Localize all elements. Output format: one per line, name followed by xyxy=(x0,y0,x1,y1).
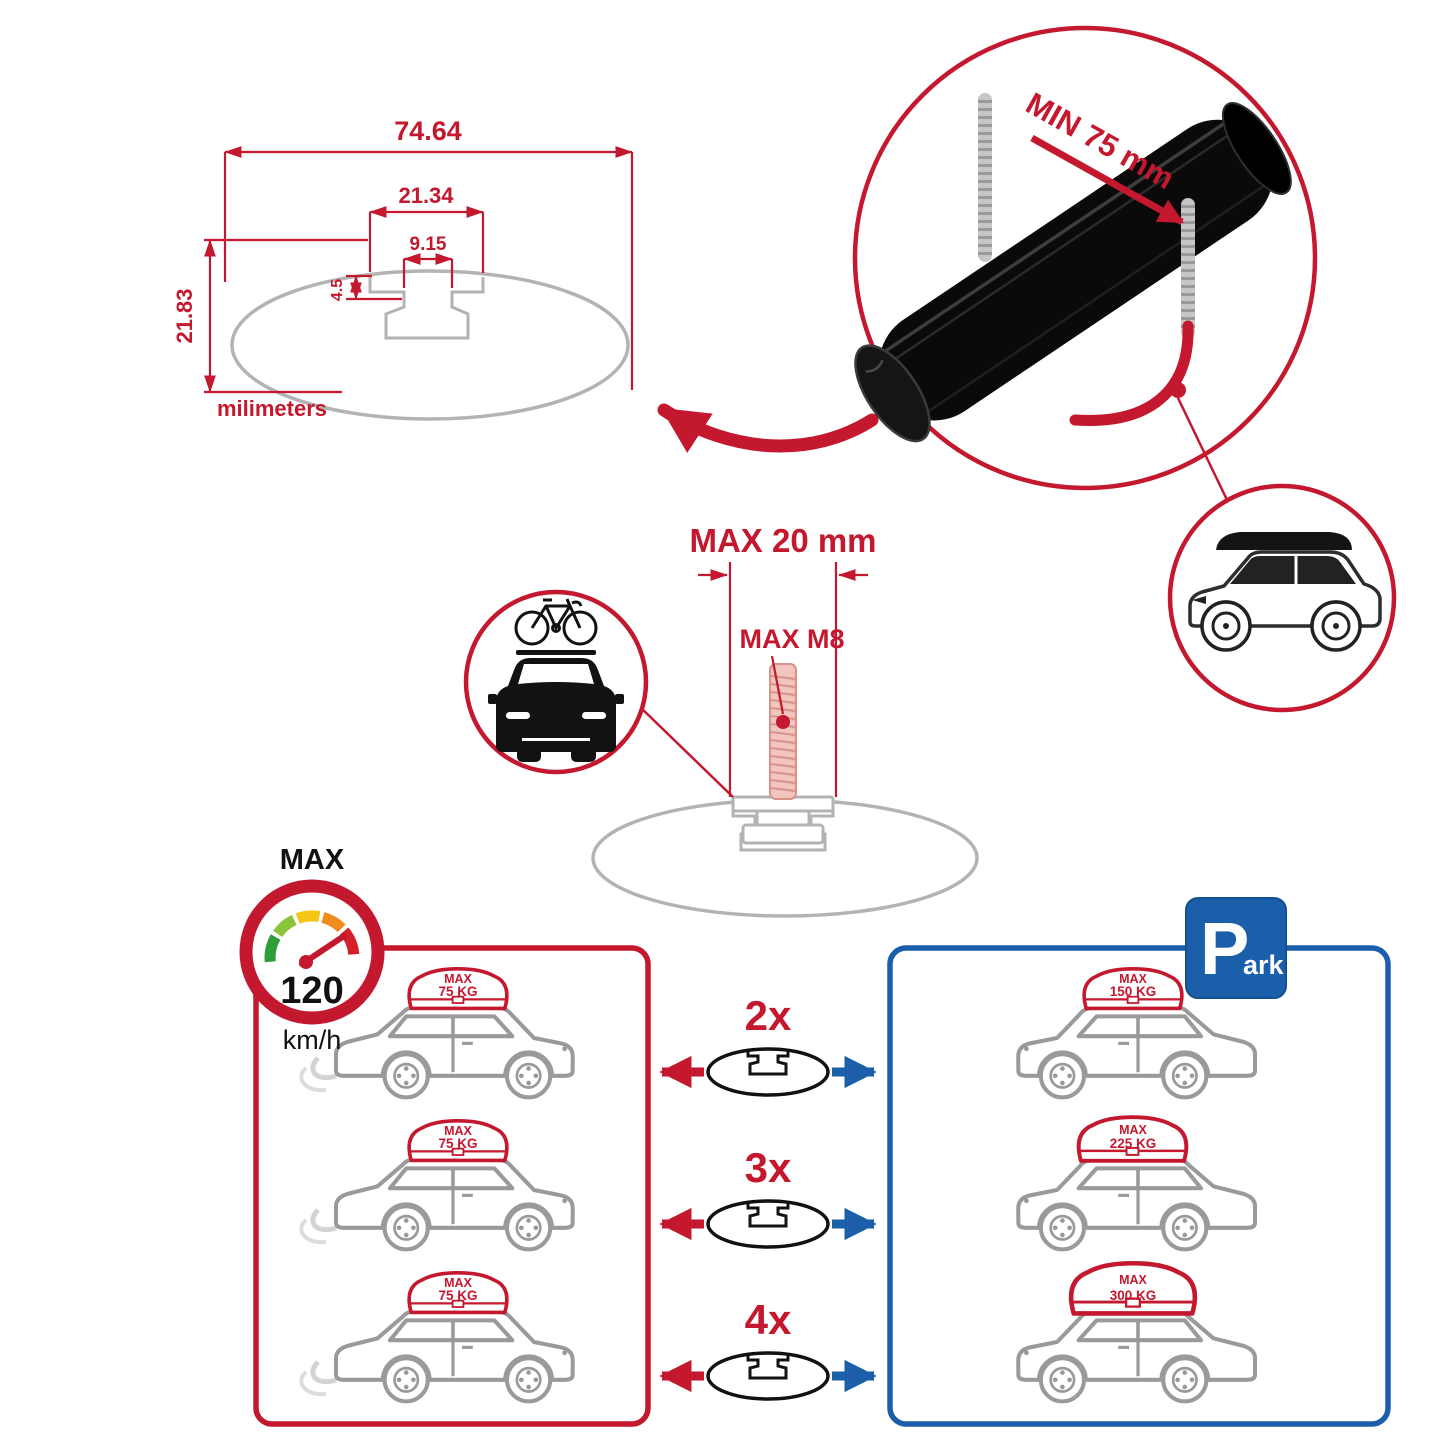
gauge-arc xyxy=(264,910,360,963)
min-clearance-arrow xyxy=(1030,134,1184,226)
crossbar-profile-icon xyxy=(706,1047,830,1097)
u-bolt-hook-icon xyxy=(1069,320,1194,426)
attachment-point-dot xyxy=(1170,382,1186,398)
car-with-cargo: MAX 150 KG xyxy=(1018,967,1255,1098)
car-with-cargo: MAX 75 KG xyxy=(299,1271,572,1402)
car-with-cargo: MAX 225 KG xyxy=(1018,1115,1255,1249)
speed-max-label: MAX xyxy=(280,844,345,876)
thread-point-dot xyxy=(776,715,790,729)
profile-ellipse xyxy=(230,269,630,421)
car-front-icon xyxy=(488,650,624,762)
car-with-cargo: MAX 300 KG xyxy=(1018,1263,1255,1401)
multiplier-label: 2x xyxy=(745,992,792,1039)
crossbar-profile-icon xyxy=(706,1199,830,1249)
motion-lines-icon xyxy=(310,1360,337,1384)
cargo-max-label: MAX xyxy=(1119,1273,1147,1287)
speed-units: km/h xyxy=(283,1025,342,1055)
cargo-max-label: MAX xyxy=(1119,1123,1147,1137)
bolt-icon xyxy=(769,663,797,800)
dim-total-height: 21.83 xyxy=(172,288,197,343)
crossbar-profile-dimension-diagram: 74.64 21.34 9.15 4.5 21.83 milimeters xyxy=(172,116,634,421)
motion-lines-icon xyxy=(299,1066,327,1093)
cargo-weight-label: 225 KG xyxy=(1110,1136,1157,1151)
motion-lines-icon xyxy=(299,1218,327,1245)
profile-t-slot xyxy=(731,806,835,852)
cargo-max-label: MAX xyxy=(444,972,472,986)
leader-line xyxy=(770,655,785,715)
multiplier-label: 4x xyxy=(745,1296,792,1343)
motion-lines-icon xyxy=(299,1370,327,1397)
dim-slot-depth: 4.5 xyxy=(329,279,346,301)
leader-line xyxy=(1176,397,1230,503)
bike-icon xyxy=(514,598,598,646)
multiplier-rows: 2x 3x 4x xyxy=(659,992,877,1401)
profile-t-slot xyxy=(368,276,485,340)
crossbar-detail-circle: MIN 75 mm xyxy=(852,25,1318,491)
multiplier-row: 4x xyxy=(659,1296,877,1401)
multiplier-row: 3x xyxy=(659,1144,877,1249)
crossbar-profile-icon xyxy=(746,1354,790,1380)
speed-value: 120 xyxy=(280,970,343,1012)
multiplier-row: 2x xyxy=(659,992,877,1097)
right-panel-cars: MAX 150 KG MAX 225 KG MAX 300 KG xyxy=(1018,967,1255,1402)
car-with-cargo: MAX 75 KG xyxy=(299,967,572,1098)
cargo-max-label: MAX xyxy=(444,1276,472,1290)
parking-p: P xyxy=(1200,907,1249,990)
multiplier-label: 3x xyxy=(745,1144,792,1191)
suv-roofbox-circle xyxy=(1167,483,1397,713)
speedometer-icon: MAX 120 km/h xyxy=(239,844,385,1055)
t-nut-icon xyxy=(731,795,835,845)
cargo-weight-label: 150 KG xyxy=(1110,984,1157,999)
cargo-weight-label: 75 KG xyxy=(438,984,477,999)
dim-total-width: 74.64 xyxy=(394,116,462,146)
max-width-label: MAX 20 mm xyxy=(689,522,876,559)
cargo-max-label: MAX xyxy=(444,1124,472,1138)
car-with-cargo: MAX 75 KG xyxy=(299,1119,572,1250)
suv-icon xyxy=(1188,532,1382,652)
cargo-weight-label: 75 KG xyxy=(438,1136,477,1151)
parking-sign: P ark xyxy=(1185,897,1287,999)
left-panel-cars: MAX 75 KG MAX 75 KG MAX 75 KG xyxy=(299,967,572,1402)
leader-line xyxy=(637,704,734,798)
crossbar-profile-icon xyxy=(746,1202,790,1228)
gauge-ring xyxy=(239,879,385,1025)
gauge-pivot xyxy=(299,955,313,969)
crossbar-profile-icon xyxy=(746,1050,790,1076)
roof-box-icon xyxy=(1216,532,1352,550)
max-thread-label: MAX M8 xyxy=(739,624,844,654)
roof-rack-icon xyxy=(516,650,596,655)
crossbar-profile-icon xyxy=(706,1351,830,1401)
parking-ark: ark xyxy=(1243,950,1285,980)
cargo-max-label: MAX xyxy=(1119,972,1147,986)
crossbar-image xyxy=(854,102,1292,443)
cargo-weight-label: 300 KG xyxy=(1110,1288,1157,1303)
motion-lines-icon xyxy=(310,1056,337,1080)
units-label: milimeters xyxy=(217,396,327,421)
dim-slot-inner-width: 9.15 xyxy=(410,234,447,255)
bolt-dimension-diagram: MAX 20 mm MAX M8 xyxy=(591,522,979,918)
cargo-weight-label: 75 KG xyxy=(438,1288,477,1303)
motion-lines-icon xyxy=(310,1208,337,1232)
pointer-arrow xyxy=(657,403,879,453)
bike-car-circle xyxy=(463,589,734,798)
dim-slot-outer-width: 21.34 xyxy=(398,183,454,208)
